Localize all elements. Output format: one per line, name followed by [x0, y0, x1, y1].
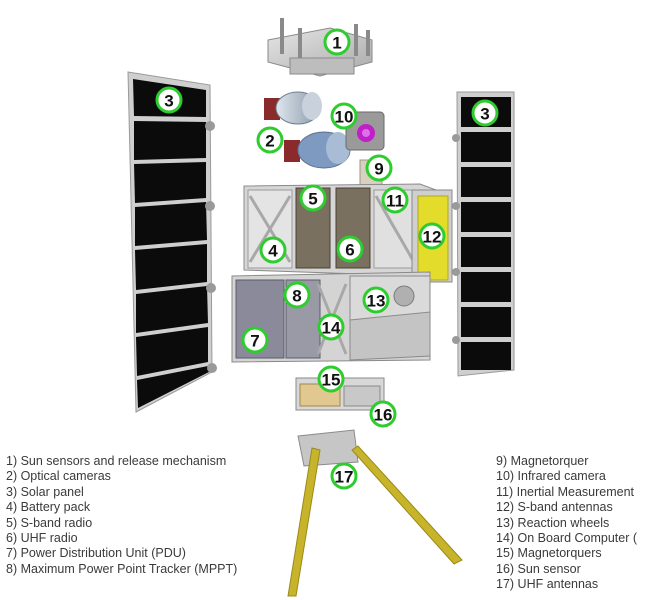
callout-number-14: 14 [322, 319, 341, 338]
callout-number-17: 17 [335, 468, 354, 487]
legend-item-13: 13) Reaction wheels [496, 515, 610, 530]
callout-number-5: 5 [308, 190, 317, 209]
callout-circle-8 [283, 281, 311, 309]
callout-circle-10 [330, 102, 358, 130]
callout-number-9: 9 [374, 160, 383, 179]
callout-circle-13 [362, 286, 390, 314]
release-mechanism [267, 18, 373, 77]
solar-panel-left [127, 71, 217, 413]
legend-item-14: 14) On Board Computer ( [496, 530, 638, 545]
callout-number-3: 3 [164, 92, 173, 111]
legend-item-8: 8) Maximum Power Point Tracker (MPPT) [6, 561, 238, 576]
callout-circle-9 [365, 154, 393, 182]
callout-circle-4 [259, 236, 287, 264]
legend-item-15: 15) Magnetorquers [496, 546, 602, 561]
legend-item-17: 17) UHF antennas [496, 577, 599, 592]
callout-circle-1 [323, 28, 351, 56]
callout-circle-7 [241, 326, 269, 354]
legend-item-12: 12) S-band antennas [496, 500, 613, 515]
optical-cameras [264, 91, 351, 169]
legend-item-2: 2) Optical cameras [6, 469, 111, 484]
legend-item-10: 10) Infrared camera [496, 469, 606, 484]
callout-number-3: 3 [480, 105, 489, 124]
solar-panel-right [452, 91, 515, 377]
callout-number-7: 7 [250, 332, 259, 351]
callout-circle-15 [317, 365, 345, 393]
legend-item-1: 1) Sun sensors and release mechanism [6, 454, 227, 468]
callout-number-2: 2 [265, 132, 274, 151]
callout-circle-2 [256, 126, 284, 154]
callout-number-10: 10 [335, 108, 354, 127]
callout-circle-16 [369, 400, 397, 428]
legend-item-6: 6) UHF radio [6, 530, 78, 545]
callout-number-15: 15 [322, 371, 341, 390]
callout-circle-17 [330, 462, 358, 490]
callout-number-16: 16 [374, 406, 393, 425]
legend-item-11: 11) Inertial Measurement [496, 484, 635, 499]
callout-circle-12 [418, 222, 446, 250]
callout-number-8: 8 [292, 287, 301, 306]
legend-right: 9) Magnetorquer 10) Infrared camera 11) … [496, 454, 650, 593]
callout-number-4: 4 [268, 242, 278, 261]
legend-item-9: 9) Magnetorquer [496, 454, 589, 468]
legend-item-5: 5) S-band radio [6, 515, 93, 530]
legend-item-7: 7) Power Distribution Unit (PDU) [6, 546, 186, 561]
callout-number-6: 6 [345, 241, 354, 260]
uhf-antennas [287, 429, 463, 597]
callout-number-11: 11 [386, 192, 404, 211]
callout-number-12: 12 [423, 228, 442, 247]
callout-circle-11 [381, 186, 409, 214]
legend-item-3: 3) Solar panel [6, 484, 84, 499]
callout-circle-3 [471, 99, 499, 127]
callout-circle-14 [317, 313, 345, 341]
callout-circle-3 [155, 86, 183, 114]
legend-item-4: 4) Battery pack [6, 500, 91, 515]
callout-number-13: 13 [367, 292, 386, 311]
callout-circle-6 [336, 235, 364, 263]
legend-left: 1) Sun sensors and release mechanism 2) … [6, 454, 237, 577]
callout-number-1: 1 [332, 34, 341, 53]
callout-circle-5 [299, 184, 327, 212]
legend-item-16: 16) Sun sensor [496, 561, 581, 576]
